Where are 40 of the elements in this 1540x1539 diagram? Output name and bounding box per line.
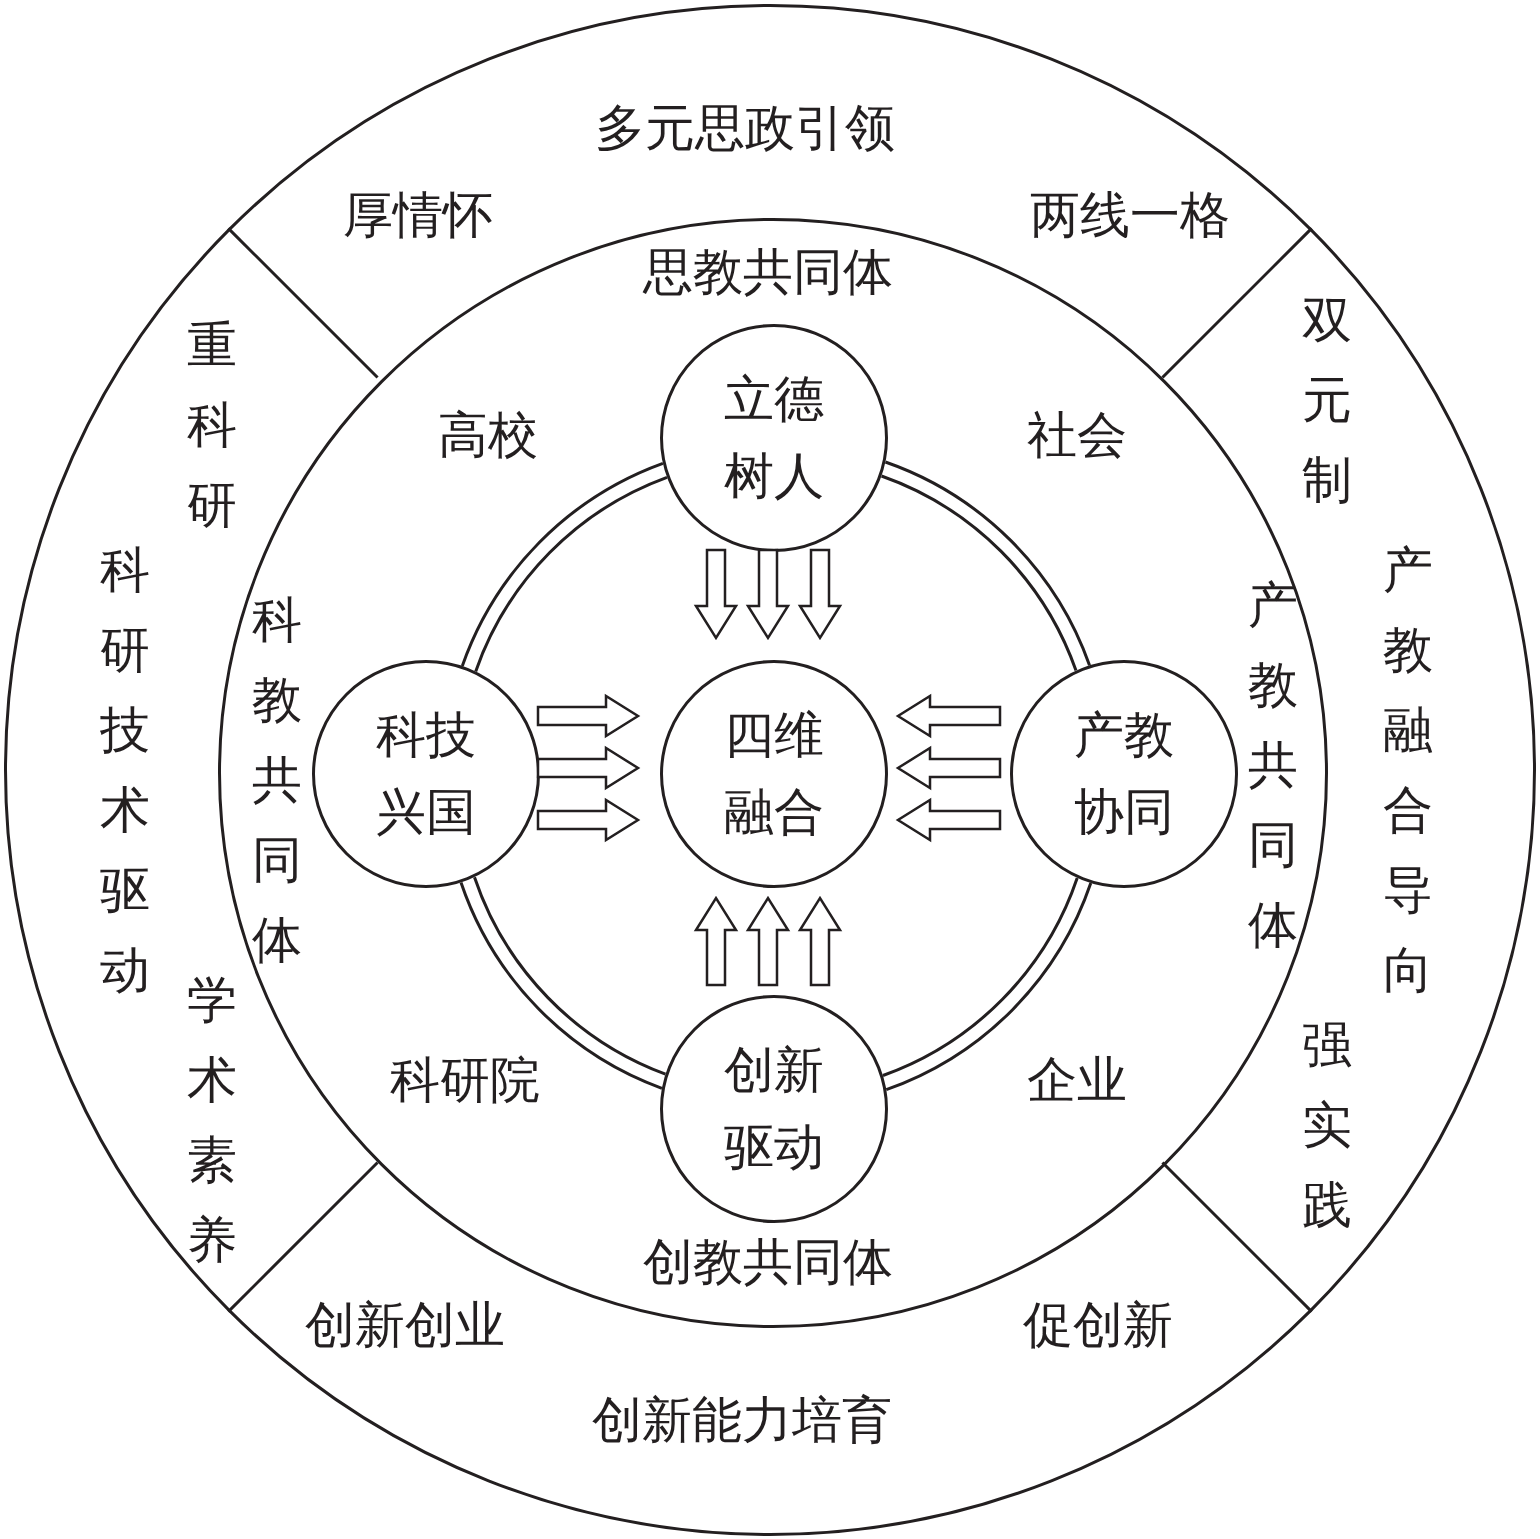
circle-node — [660, 995, 888, 1223]
node-text: 四维融合 — [723, 704, 825, 843]
block-arrow — [745, 548, 791, 641]
node-text: 创新驱动 — [723, 1039, 825, 1178]
block-arrow — [536, 745, 641, 791]
label-text: 科研技术驱动 — [100, 540, 150, 1001]
block-arrow — [745, 895, 791, 987]
block-arrow — [895, 693, 1002, 739]
block-arrow — [895, 797, 1002, 843]
label-text: 创新能力培育 — [592, 1390, 892, 1450]
block-arrow — [536, 797, 641, 843]
circle-node — [660, 660, 888, 888]
block-arrow — [797, 548, 843, 641]
node-text: 科技兴国 — [375, 704, 477, 843]
label-text: 促创新 — [1023, 1295, 1173, 1355]
label-text: 思教共同体 — [643, 242, 893, 302]
node-text: 产教协同 — [1073, 704, 1175, 843]
block-arrow — [693, 548, 739, 641]
label-text: 厚情怀 — [343, 185, 493, 245]
label-text: 强实践 — [1302, 1015, 1352, 1236]
label-text: 创教共同体 — [643, 1232, 893, 1292]
label-text: 科教共同体 — [252, 590, 302, 971]
label-text: 创新创业 — [305, 1295, 505, 1355]
label-text: 产教共同体 — [1248, 575, 1298, 956]
label-text: 高校 — [438, 405, 538, 465]
label-text: 两线一格 — [1030, 185, 1230, 245]
label-text: 产教融合导向 — [1383, 540, 1433, 1001]
label-text: 双元制 — [1302, 290, 1352, 511]
label-text: 社会 — [1027, 405, 1127, 465]
block-arrow — [693, 895, 739, 987]
block-arrow — [797, 895, 843, 987]
block-arrow — [536, 693, 641, 739]
node-text: 立德树人 — [723, 368, 825, 507]
label-text: 科研院 — [390, 1050, 540, 1110]
block-arrow — [895, 745, 1002, 791]
label-text: 企业 — [1027, 1050, 1127, 1110]
label-text: 重科研 — [187, 315, 237, 536]
label-text: 学术素养 — [187, 970, 237, 1271]
label-text: 多元思政引领 — [595, 98, 895, 158]
circle-node — [1010, 660, 1238, 888]
